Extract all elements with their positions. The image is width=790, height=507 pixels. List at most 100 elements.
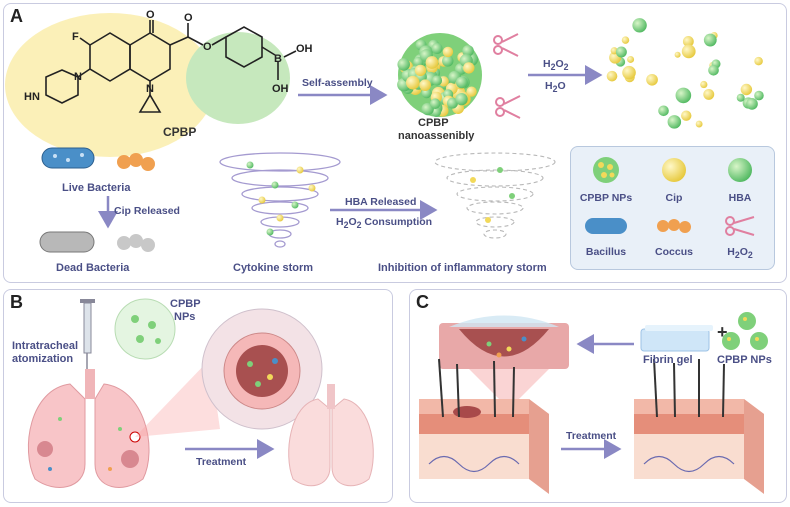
released-spheres	[606, 18, 764, 129]
sphere	[397, 58, 410, 71]
live-coccus-icon	[117, 153, 155, 171]
panel-b-letter: B	[10, 292, 23, 312]
sphere	[746, 98, 758, 110]
wound-zoom-icon	[439, 315, 569, 369]
sphere	[419, 79, 431, 91]
sphere	[754, 56, 763, 66]
sphere	[708, 65, 719, 76]
panel-b-nps-line1: CPBP	[170, 298, 201, 310]
cip-sphere-icon	[662, 158, 686, 182]
legend-item-h2o2: H2O2	[707, 213, 773, 260]
panel-b-treatment-label: Treatment	[196, 456, 247, 468]
atom-n-pip1: N	[74, 71, 82, 83]
sphere	[736, 93, 745, 102]
cytokine-storm-icon	[219, 152, 341, 248]
reagent-h2o: H2O	[545, 80, 566, 95]
atom-o-ester1: O	[184, 12, 193, 24]
sphere	[455, 92, 468, 106]
sphere	[429, 98, 441, 109]
panel-b-graphics	[28, 298, 374, 488]
legend: CPBP NPs Cip HBA Bacillus Coccus H2O2	[570, 146, 775, 270]
sphere	[246, 161, 254, 169]
panel-a	[3, 3, 787, 283]
sphere	[646, 73, 658, 86]
panel-c	[409, 289, 787, 503]
sphere	[462, 45, 474, 57]
coccus-icon	[657, 219, 691, 233]
panel-b	[3, 289, 393, 503]
cip-released-label: Cip Released	[114, 205, 180, 217]
atom-oh-1: OH	[296, 43, 313, 55]
sphere	[682, 36, 694, 47]
sphere	[446, 97, 458, 109]
atom-n-pip2: HN	[24, 91, 40, 103]
dead-coccus-icon	[117, 234, 155, 252]
sphere	[455, 76, 468, 89]
panel-c-graphics	[419, 312, 768, 494]
legend-label-bacillus: Bacillus	[585, 246, 627, 258]
hba-sphere-icon	[728, 158, 752, 182]
molecule-label: CPBP	[163, 125, 197, 139]
molecule-skeleton	[45, 20, 297, 113]
panel-c-letter: C	[416, 292, 429, 312]
atomization-line2: atomization	[12, 353, 74, 365]
sphere	[466, 86, 477, 97]
self-assembly-label: Self-assembly	[302, 77, 373, 89]
sphere	[442, 55, 454, 67]
scissors-icon-top	[493, 33, 519, 57]
sphere	[442, 46, 454, 58]
sphere	[675, 87, 692, 104]
nanoparticle-icon	[593, 157, 619, 183]
sphere	[703, 33, 717, 47]
sphere	[606, 70, 618, 82]
nps-bubble-icon	[114, 298, 176, 360]
molecule-green-halo	[186, 32, 290, 124]
legend-item-coccus: Coccus	[641, 213, 707, 258]
atom-oh-2: OH	[272, 83, 289, 95]
fibrin-gel-label: Fibrin gel	[643, 354, 693, 366]
healed-skin-block-icon	[634, 358, 764, 494]
panel-c-cpbp-nps-label: CPBP NPs	[717, 354, 772, 366]
sphere	[632, 18, 647, 33]
sphere	[308, 184, 316, 192]
bacillus-icon	[585, 218, 627, 234]
legend-item-hba: HBA	[707, 155, 773, 204]
panel-b-nps-line2: NPs	[174, 311, 196, 323]
sphere	[703, 88, 715, 100]
scissors-icon-bottom	[495, 95, 521, 119]
legend-label-h2o2: H2O2	[727, 246, 753, 261]
sphere	[681, 110, 692, 121]
panel-c-treatment-label: Treatment	[566, 430, 617, 442]
cytokine-storm-label: Cytokine storm	[233, 262, 314, 274]
healthy-lungs-icon	[288, 384, 374, 487]
sphere	[740, 83, 753, 96]
sphere	[258, 196, 266, 204]
inhibited-storm-icon	[434, 152, 556, 239]
atom-o-keto: O	[146, 9, 155, 21]
sphere	[405, 75, 420, 90]
sphere	[431, 75, 443, 86]
nano-label-line2: nanoassenibly	[398, 130, 475, 142]
legend-label-coccus: Coccus	[655, 246, 693, 258]
atomization-line1: Intratracheal	[12, 340, 79, 352]
sphere	[266, 228, 274, 236]
sphere	[658, 105, 669, 117]
sphere	[695, 120, 703, 128]
panel-a-graphics: F O O O N N HN B OH OH	[5, 9, 764, 253]
atom-n-ring: N	[146, 83, 154, 95]
sphere	[431, 43, 443, 54]
live-bacteria-label: Live Bacteria	[62, 182, 131, 194]
sphere	[615, 46, 627, 58]
cpbp-nps-cluster-icon	[722, 312, 768, 350]
atom-o-ester2: O	[203, 41, 212, 53]
legend-item-cip: Cip	[641, 155, 707, 204]
sphere	[700, 80, 708, 89]
sphere	[413, 56, 424, 68]
hba-released-label: HBA Released	[345, 196, 417, 208]
dead-bacillus-icon	[39, 231, 95, 253]
legend-label-hba: HBA	[728, 192, 752, 204]
infected-lungs-icon	[28, 369, 150, 488]
nanoassembly-cluster-icon	[397, 33, 482, 117]
sphere	[463, 62, 475, 74]
atom-b: B	[274, 53, 282, 65]
